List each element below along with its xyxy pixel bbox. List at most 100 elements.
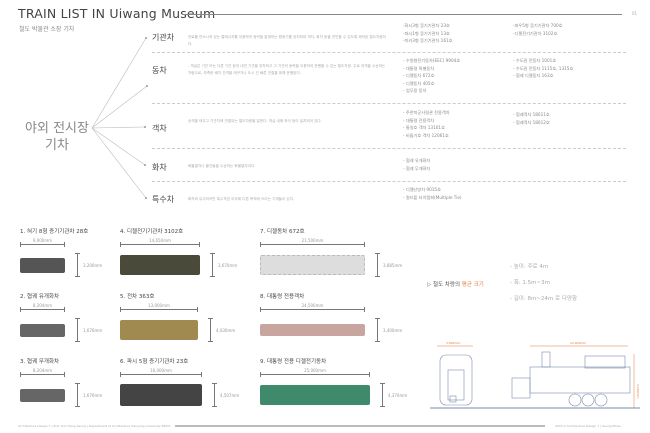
center-label: 야외 전시장 기차 bbox=[22, 120, 92, 154]
train-title: 7. 디젤동차 672호 bbox=[260, 229, 305, 235]
page-title: TRAIN LIST IN Uiwang Museum bbox=[18, 6, 216, 21]
dashed-divider bbox=[152, 103, 626, 104]
length-dimension-line bbox=[20, 307, 65, 312]
category-list: - 수도권 전동차 1001호 - 수도권 전동차 1115호, 1315호 - 협… bbox=[513, 57, 573, 80]
average-width: - 폭: 1.5m~3m bbox=[510, 280, 550, 286]
train-height: 3,200mm bbox=[83, 263, 103, 268]
train-title: 5. 전차 363호 bbox=[120, 294, 155, 300]
category-special-car: 특수차 bbox=[152, 195, 175, 204]
footer-left: Architecture Design 7 | Prof. Kim Hang S… bbox=[18, 424, 171, 428]
length-dimension-line bbox=[260, 307, 365, 312]
category-railcar: 동차 bbox=[152, 66, 167, 75]
train-image bbox=[260, 385, 370, 405]
list-item: - 수도권 전동차 1115호, 1315호 bbox=[513, 65, 574, 71]
height-dimension-line bbox=[380, 383, 385, 407]
train-length: 13,000mm bbox=[148, 303, 170, 308]
list-item: - 협궤 유개화차 bbox=[403, 158, 431, 163]
page-subtitle: 철도 박물관 소장 기차 bbox=[19, 26, 75, 33]
dashed-divider bbox=[152, 181, 626, 182]
list-item: -미카3형 증기기관차 161호 bbox=[403, 38, 453, 44]
list-item: - 협궤객차 18011호 bbox=[513, 112, 550, 117]
category-freight-car: 화차 bbox=[152, 163, 167, 172]
train-height: 1,676mm bbox=[83, 328, 103, 333]
center-label-line1: 야외 전시장 bbox=[25, 121, 89, 136]
train-image bbox=[120, 320, 198, 340]
train-length: 16,000mm bbox=[150, 368, 172, 373]
footer-right: 2023-2 Architecture Design 7 | Seung Min… bbox=[555, 424, 622, 428]
train-title: 4. 디젤전기기관차 3102호 bbox=[120, 229, 184, 235]
drawing-width: 3,600mm bbox=[446, 341, 461, 345]
train-title: 2. 협궤 유개화차 bbox=[20, 294, 60, 300]
footer-divider bbox=[175, 425, 545, 427]
category-locomotive: 기관차 bbox=[152, 33, 175, 42]
dashed-divider bbox=[152, 148, 626, 149]
dashed-divider bbox=[152, 52, 626, 53]
category-list: - 주한미군사령관 전용객차- 대통령 전용객차- 통일호 객차 13101호-… bbox=[403, 109, 450, 139]
train-height: 1,676mm bbox=[83, 393, 103, 398]
list-item: -화시3형 증기기관차 23호 bbox=[403, 23, 450, 28]
category-list: - 협궤 유개화차 - 협궤 무개화차 bbox=[403, 157, 430, 172]
list-item: - 업무용 동차 bbox=[403, 88, 427, 94]
train-length: 24,500mm bbox=[301, 303, 324, 308]
drawing-height: 4,200mm bbox=[636, 384, 640, 399]
locomotive-drawing: 3,600mm 12,000mm 4,200mm bbox=[430, 341, 640, 409]
category-list: -화시3형 증기기관차 23호 -파시1형 증기기관차 13호 -미카3형 증기기관… bbox=[403, 22, 453, 45]
height-dimension-line bbox=[375, 318, 380, 342]
train-image bbox=[260, 324, 365, 336]
average-prefix: ▷ 철도 차량의 bbox=[427, 282, 462, 288]
drawing-length: 12,000mm bbox=[570, 341, 586, 345]
height-dimension-line bbox=[210, 253, 215, 277]
train-length: 8,204mm bbox=[32, 303, 53, 308]
train-image bbox=[20, 323, 65, 337]
train-image bbox=[260, 255, 365, 275]
train-title: 6. 파시 5형 증기기관차 23호 bbox=[120, 359, 189, 365]
train-length: 9,000mm bbox=[32, 238, 53, 243]
length-dimension-line bbox=[120, 307, 198, 312]
category-desc: 연료를 연소시켜 얻는 열에너지를 이용하여 동력을 발생하는 원동기를 장치하… bbox=[188, 35, 386, 46]
header-divider bbox=[182, 14, 622, 15]
list-item: - 수도권 전동차 1001호 bbox=[513, 58, 557, 63]
list-item: - 디젤난방차 9015호 bbox=[403, 187, 441, 192]
list-item: - 멀티플 타이탬퍼(Multiple Tie) bbox=[403, 194, 462, 200]
train-height: 3,400mm bbox=[383, 328, 403, 333]
height-dimension-line bbox=[75, 253, 80, 277]
train-title: 9. 대통령 전용 디젤전기동차 bbox=[260, 359, 327, 365]
list-item: - 수원형전기동차(EEC) 9904호 bbox=[403, 58, 461, 63]
train-title: 3. 협궤 무개화차 bbox=[20, 359, 60, 365]
train-image bbox=[120, 255, 200, 275]
train-height: 3,885mm bbox=[383, 263, 403, 268]
train-image bbox=[120, 384, 202, 406]
category-list: -파우5형 증기기관차 700호-디젤전기기관차 3102호 bbox=[513, 22, 563, 37]
list-item: - 협궤 무개화차 bbox=[403, 165, 431, 171]
train-length: 25,000mm bbox=[304, 368, 326, 373]
list-item: - 디젤동차 405호 bbox=[403, 80, 435, 86]
height-dimension-line bbox=[75, 318, 80, 342]
list-item: - 대통령 전용객차 bbox=[403, 117, 435, 123]
list-item: - 통일호 객차 13101호 bbox=[403, 125, 445, 131]
train-image bbox=[20, 388, 65, 402]
list-item: -파시1형 증기기관차 13호 bbox=[403, 30, 450, 36]
length-dimension-line bbox=[120, 372, 202, 377]
page-number: 01 bbox=[632, 11, 638, 16]
category-desc: 화차와 유사하지만 특수작업 이외에 다른 목적에 쓰이는 기계들이 있다. bbox=[188, 197, 295, 201]
length-dimension-line bbox=[260, 372, 370, 377]
average-height: - 높이: 주로 4m bbox=[510, 264, 549, 270]
category-passenger-car: 객차 bbox=[152, 124, 167, 133]
length-dimension-line bbox=[120, 242, 200, 247]
center-label-line2: 기차 bbox=[45, 138, 69, 153]
train-height: 3,670mm bbox=[218, 263, 238, 268]
list-item: - 협궤 디젤동차 163호 bbox=[513, 73, 554, 79]
train-title: 1. 혀기 8형 증기기관차 28호 bbox=[20, 229, 89, 235]
list-item: - 협궤객차 18012호 bbox=[513, 119, 550, 125]
length-dimension-line bbox=[260, 242, 365, 247]
list-item: - 주한미군사령관 전용객차 bbox=[403, 110, 450, 115]
category-desc: - 객실은 기관 또는 다른 기관 등의 내연 기관을 장착하고 그 기관의 동… bbox=[188, 64, 386, 75]
category-list: - 수원형전기동차(EEC) 9904호- 대통령 특별동차- 디젤동차 672… bbox=[403, 57, 460, 95]
category-desc: 화물열차나 물건들을 수송하는 화물열차이다. bbox=[188, 164, 256, 168]
category-list: - 협궤객차 18011호 - 협궤객차 18012호 bbox=[513, 111, 550, 126]
height-dimension-line bbox=[208, 318, 213, 342]
list-item: - 디젤동차 672호 bbox=[403, 73, 435, 79]
list-item: -디젤전기기관차 3102호 bbox=[513, 30, 558, 36]
height-dimension-line bbox=[212, 383, 217, 407]
train-image bbox=[20, 257, 65, 273]
